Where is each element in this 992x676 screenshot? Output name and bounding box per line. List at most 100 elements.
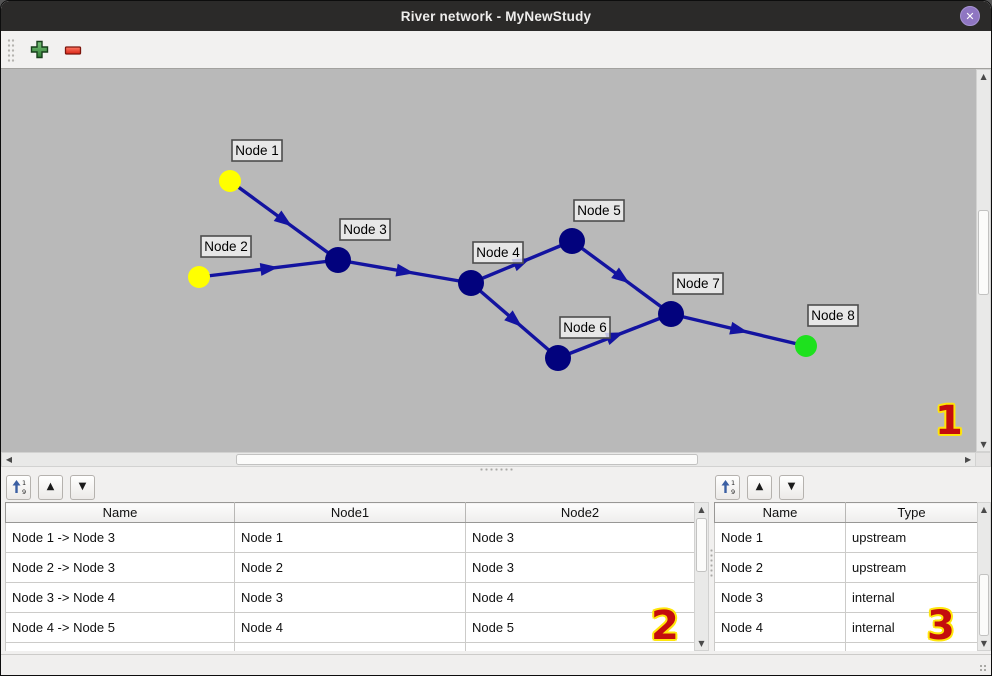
table-cell[interactable]: Node 3 xyxy=(465,522,695,553)
scroll-down-icon[interactable]: ▼ xyxy=(980,440,987,449)
svg-text:Node 2: Node 2 xyxy=(204,239,248,254)
network-node-node-6[interactable] xyxy=(545,345,571,371)
scroll-up-icon[interactable]: ▲ xyxy=(980,72,987,81)
sort-rows-icon: 1 9 xyxy=(12,479,26,495)
svg-text:9: 9 xyxy=(22,488,26,495)
move-up-button[interactable]: ▲ xyxy=(747,474,772,500)
status-bar xyxy=(1,654,991,675)
network-node-node-3[interactable] xyxy=(325,247,351,273)
table-cell[interactable] xyxy=(714,642,846,651)
node-label: Node 7 xyxy=(672,272,724,295)
move-down-button[interactable]: ▼ xyxy=(70,474,95,500)
table-cell[interactable] xyxy=(845,642,978,651)
table-cell[interactable]: Node 4 xyxy=(465,582,695,613)
scroll-right-icon[interactable]: ▶ xyxy=(964,455,972,464)
edge-arrow-icon xyxy=(273,210,293,227)
table-cell[interactable]: Node 5 xyxy=(465,612,695,643)
table-cell[interactable]: Node 4 xyxy=(234,612,466,643)
up-triangle-icon: ▲ xyxy=(46,481,55,492)
edge-arrow-icon xyxy=(611,267,630,284)
scroll-down-icon[interactable]: ▼ xyxy=(980,639,988,648)
canvas-vscrollbar[interactable]: ▲ ▼ xyxy=(976,69,991,452)
plus-icon xyxy=(30,40,48,59)
table-cell[interactable]: Node 1 xyxy=(234,522,466,553)
scroll-left-icon[interactable]: ◀ xyxy=(5,455,13,464)
pane-splitter[interactable] xyxy=(1,467,991,472)
table-cell[interactable]: Node 1 xyxy=(714,522,846,553)
svg-text:Node 5: Node 5 xyxy=(577,203,621,218)
scrollbar-corner xyxy=(976,452,991,467)
table-cell[interactable] xyxy=(5,642,235,651)
node-label: Node 1 xyxy=(231,139,283,162)
sort-rows-icon: 1 9 xyxy=(721,479,735,495)
table-cell[interactable]: Node 1 -> Node 3 xyxy=(5,522,235,553)
network-node-node-2[interactable] xyxy=(188,266,210,288)
table-row xyxy=(5,642,695,651)
remove-button[interactable] xyxy=(59,36,87,64)
network-node-node-7[interactable] xyxy=(658,301,684,327)
toolbar-drag-handle[interactable] xyxy=(7,37,16,62)
close-button[interactable]: ✕ xyxy=(960,6,980,26)
table-cell[interactable] xyxy=(465,642,695,651)
column-header[interactable]: Name xyxy=(714,502,846,523)
table-cell[interactable]: Node 3 xyxy=(465,552,695,583)
table-cell[interactable]: upstream xyxy=(845,522,978,553)
network-node-node-8[interactable] xyxy=(795,335,817,357)
scrollbar-track[interactable] xyxy=(978,516,990,637)
network-node-node-1[interactable] xyxy=(219,170,241,192)
table-cell[interactable]: Node 2 -> Node 3 xyxy=(5,552,235,583)
sort-button[interactable]: 1 9 xyxy=(715,474,740,500)
svg-text:1: 1 xyxy=(22,479,26,487)
window-title: River network - MyNewStudy xyxy=(400,8,592,24)
scrollbar-track[interactable] xyxy=(16,453,961,466)
node-label: Node 2 xyxy=(200,235,252,258)
column-header[interactable]: Type xyxy=(845,502,978,523)
scrollbar-thumb[interactable] xyxy=(978,210,989,295)
table-cell[interactable]: Node 4 xyxy=(714,612,846,643)
add-button[interactable] xyxy=(25,36,53,64)
scroll-up-icon[interactable]: ▲ xyxy=(980,505,988,514)
sort-button[interactable]: 1 9 xyxy=(6,474,31,500)
table-cell[interactable] xyxy=(234,642,466,651)
svg-text:9: 9 xyxy=(731,488,735,495)
table-cell[interactable]: Node 2 xyxy=(714,552,846,583)
column-header[interactable]: Node1 xyxy=(234,502,466,523)
scrollbar-thumb[interactable] xyxy=(696,518,707,572)
column-header[interactable]: Name xyxy=(5,502,235,523)
column-header[interactable]: Node2 xyxy=(465,502,695,523)
network-node-node-4[interactable] xyxy=(458,270,484,296)
links-table-vscrollbar[interactable]: ▲ ▼ xyxy=(694,502,709,651)
table-cell[interactable]: Node 3 xyxy=(714,582,846,613)
edge-arrow-icon xyxy=(395,263,415,277)
nodes-table-vscrollbar[interactable]: ▲ ▼ xyxy=(977,502,991,651)
move-down-button[interactable]: ▼ xyxy=(779,474,804,500)
canvas-hscrollbar[interactable]: ◀ ▶ xyxy=(1,452,977,467)
table-cell[interactable]: Node 3 -> Node 4 xyxy=(5,582,235,613)
table-cell[interactable]: internal xyxy=(845,612,978,643)
scroll-up-icon[interactable]: ▲ xyxy=(698,505,705,514)
table-cell[interactable]: Node 2 xyxy=(234,552,466,583)
table-cell[interactable]: Node 4 -> Node 5 xyxy=(5,612,235,643)
resize-grip[interactable] xyxy=(979,664,988,673)
scrollbar-track[interactable] xyxy=(977,83,990,438)
titlebar[interactable]: River network - MyNewStudy ✕ xyxy=(1,1,991,31)
move-up-button[interactable]: ▲ xyxy=(38,474,63,500)
table-cell[interactable]: internal xyxy=(845,582,978,613)
scroll-down-icon[interactable]: ▼ xyxy=(698,639,705,648)
table-cell[interactable]: upstream xyxy=(845,552,978,583)
edge-arrow-icon xyxy=(729,321,749,335)
scrollbar-track[interactable] xyxy=(695,516,708,637)
network-node-node-5[interactable] xyxy=(559,228,585,254)
scrollbar-thumb[interactable] xyxy=(979,574,989,636)
table-cell[interactable]: Node 3 xyxy=(234,582,466,613)
scrollbar-thumb[interactable] xyxy=(236,454,698,465)
tables-gap[interactable] xyxy=(709,472,714,654)
